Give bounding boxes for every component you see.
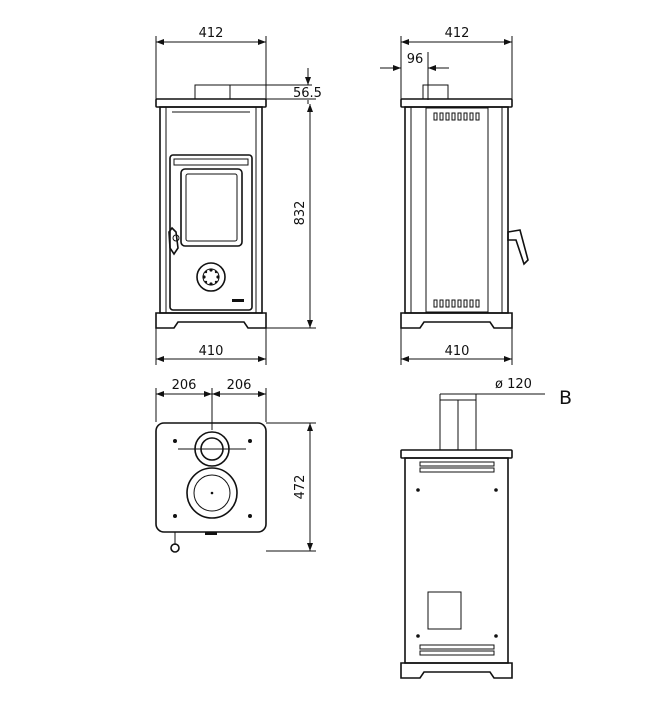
flue-setback-label: 96 — [407, 52, 424, 67]
view-label: B — [559, 387, 572, 409]
side-view: 412 96 — [380, 26, 529, 365]
front-height-dimension: 832 — [266, 98, 316, 329]
flue-offset-label: 56.5 — [293, 86, 322, 101]
front-bottom-width-label: 410 — [199, 344, 224, 359]
front-height-label: 832 — [293, 201, 308, 226]
rear-access-panel — [427, 591, 462, 630]
front-base — [155, 312, 267, 329]
top-depth-dimension: 472 — [266, 422, 316, 552]
top-depth-label: 472 — [293, 475, 308, 500]
front-top-width-label: 412 — [199, 26, 224, 41]
air-control-knob — [196, 262, 226, 292]
front-bottom-width-dimension: 410 — [155, 328, 267, 365]
front-body — [159, 106, 263, 314]
brand-plate — [232, 299, 244, 302]
top-handle — [170, 532, 217, 553]
flue-setback-dimension: 96 — [380, 52, 449, 100]
side-top-width-dimension: 412 — [400, 26, 513, 100]
flue-diameter-label: ø 120 — [495, 377, 532, 392]
front-top-plate — [155, 98, 267, 108]
side-base — [400, 312, 513, 329]
top-flue-collar — [178, 431, 246, 467]
side-top-width-label: 412 — [445, 26, 470, 41]
top-view: 206 206 472 — [155, 378, 316, 553]
door-glass — [180, 168, 243, 247]
side-handle — [507, 229, 529, 266]
rear-vents-top — [419, 461, 495, 473]
front-view: 412 56.5 — [155, 26, 322, 365]
front-door — [169, 154, 253, 311]
rear-top-plate — [400, 449, 513, 459]
door-handle — [168, 226, 180, 256]
top-width-dimension: 206 206 — [155, 378, 267, 430]
rear-vents-bottom — [419, 644, 495, 656]
side-top-plate — [400, 98, 513, 108]
side-flue-outlet — [422, 84, 449, 100]
flue-diameter-dimension: ø 120 — [439, 377, 545, 400]
side-vents-bottom — [433, 299, 480, 308]
flue-offset-dimension: 56.5 — [230, 68, 322, 104]
front-flue-outlet — [194, 84, 231, 100]
side-panel — [425, 107, 489, 313]
side-bottom-width-label: 410 — [445, 344, 470, 359]
front-top-width-dimension: 412 — [155, 26, 267, 100]
top-right-label: 206 — [227, 378, 252, 393]
side-vents-top — [433, 112, 480, 121]
rear-base — [400, 662, 513, 679]
rear-body — [404, 457, 509, 664]
rear-view: ø 120 B — [400, 377, 572, 679]
side-bottom-width-dimension: 410 — [400, 328, 513, 365]
top-left-label: 206 — [172, 378, 197, 393]
top-hotplate — [186, 467, 238, 519]
side-body — [404, 106, 509, 314]
